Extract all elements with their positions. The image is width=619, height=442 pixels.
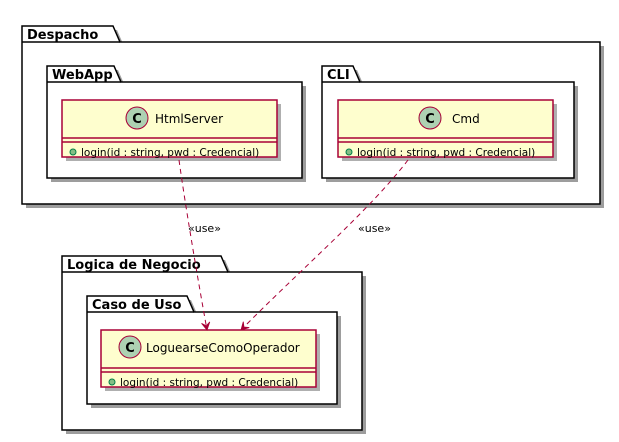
public-method-icon	[69, 148, 77, 156]
class-circle-icon: C	[125, 106, 149, 130]
class-circle-icon: C	[118, 335, 142, 359]
package-label-cli: CLI	[327, 68, 350, 83]
relation-htmlserver-uses-loguearse[interactable]: «use»	[178, 159, 221, 331]
svg-text:C: C	[125, 341, 135, 356]
class-cmd[interactable]: C Cmd login(id : string, pwd : Credencia…	[337, 99, 557, 161]
method-login-cmd: login(id : string, pwd : Credencial)	[357, 147, 535, 159]
public-method-icon	[108, 378, 116, 386]
relation-cmd-uses-loguearse[interactable]: «use»	[240, 159, 409, 331]
method-login-htmlserver: login(id : string, pwd : Credencial)	[81, 147, 259, 159]
class-htmlserver[interactable]: C HtmlServer login(id : string, pwd : Cr…	[61, 99, 281, 161]
package-label-logica-de-negocio: Logica de Negocio	[67, 258, 201, 273]
class-circle-icon: C	[418, 106, 442, 130]
stereotype-use-label: «use»	[358, 222, 391, 235]
stereotype-use-label: «use»	[188, 222, 221, 235]
package-label-despacho: Despacho	[27, 28, 98, 43]
class-name-cmd: Cmd	[452, 112, 480, 126]
class-name-htmlserver: HtmlServer	[155, 112, 223, 126]
package-label-webapp: WebApp	[52, 68, 113, 83]
package-label-caso-de-uso: Caso de Uso	[92, 298, 181, 313]
svg-text:C: C	[132, 112, 142, 127]
method-login-loguearse: login(id : string, pwd : Credencial)	[120, 377, 298, 389]
public-method-icon	[345, 148, 353, 156]
class-loguearsecomooperador[interactable]: C LoguearseComoOperador login(id : strin…	[100, 329, 320, 391]
class-name-loguearsecomooperador: LoguearseComoOperador	[146, 341, 300, 355]
svg-text:C: C	[425, 112, 435, 127]
